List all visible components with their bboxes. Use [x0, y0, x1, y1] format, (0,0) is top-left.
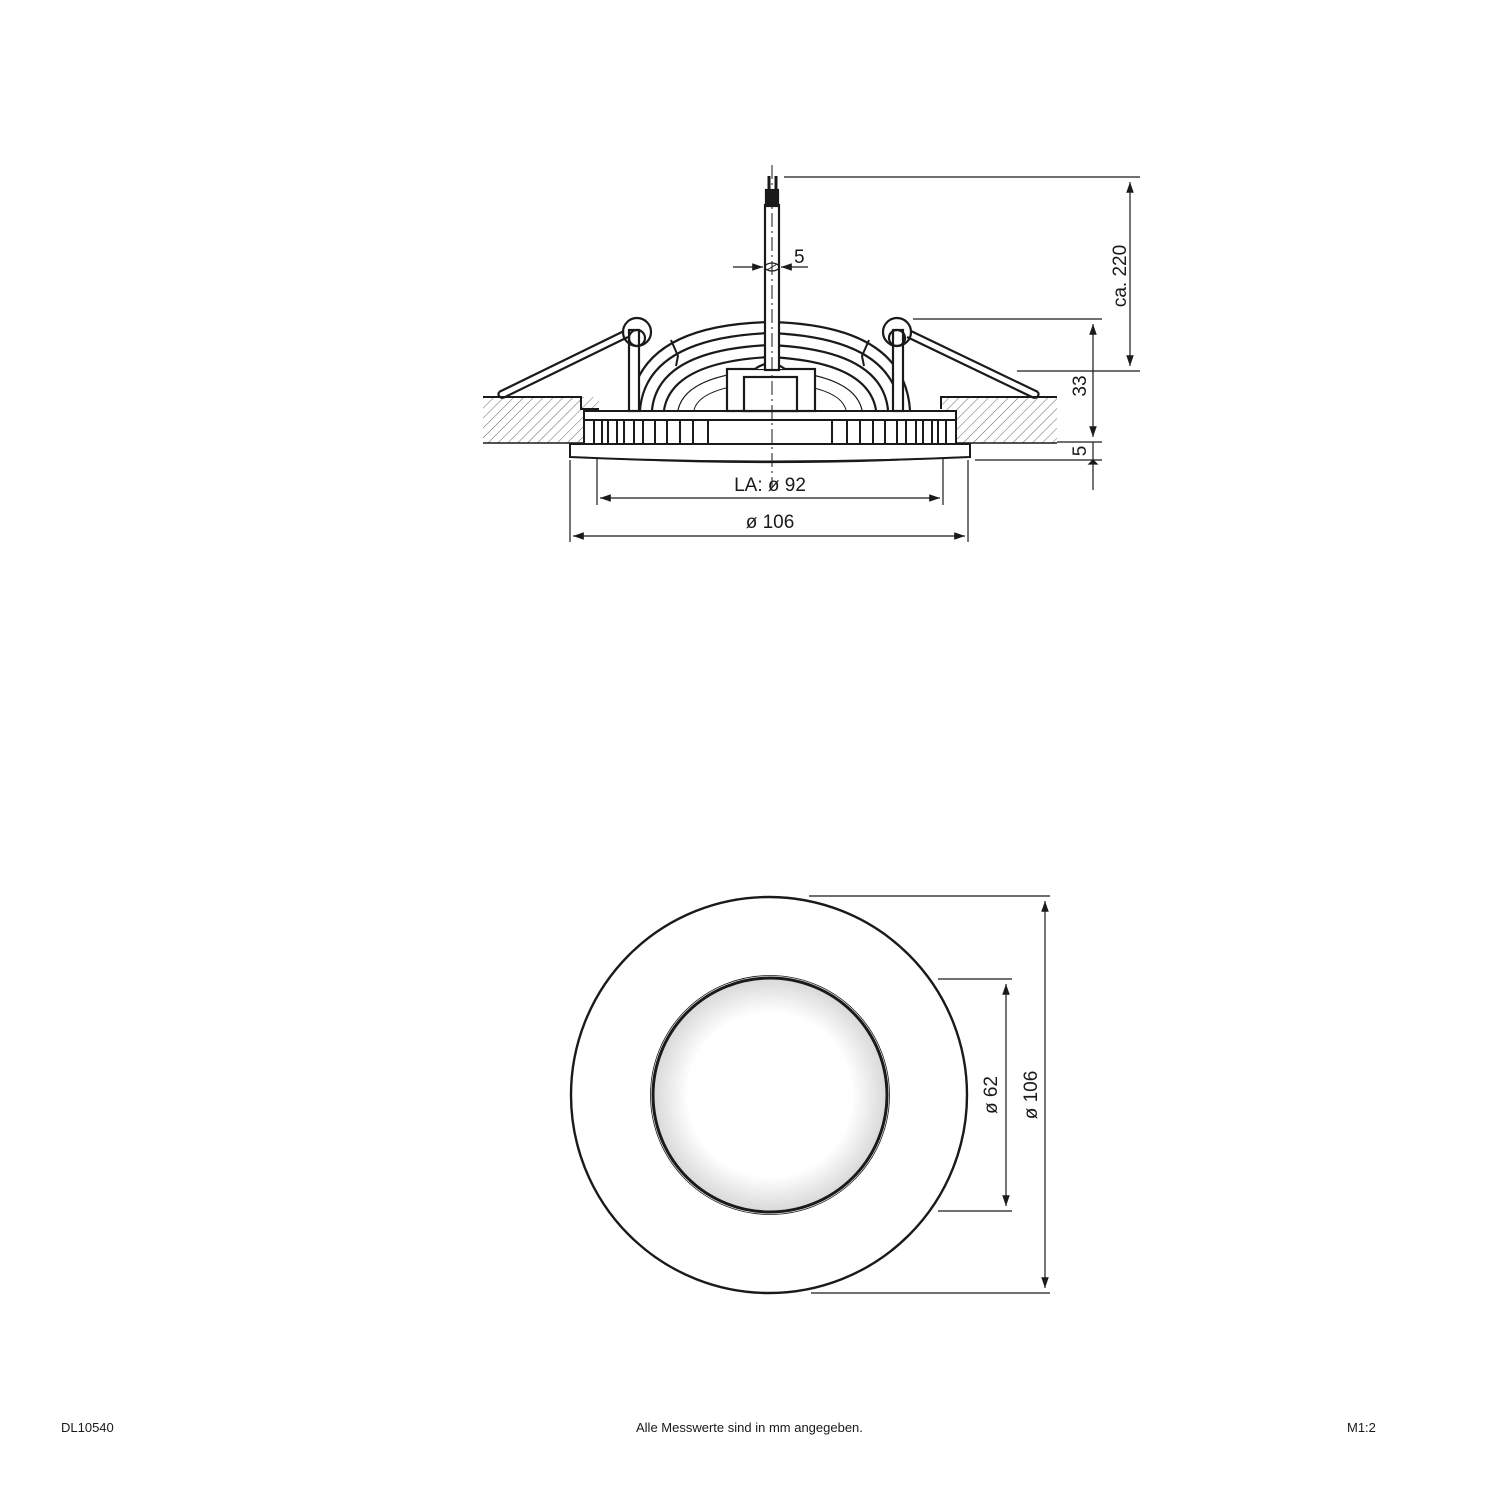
- ceiling-left: [483, 396, 599, 444]
- inner-diameter-label: ø 62: [981, 1076, 1002, 1114]
- flange-height-label: 5: [1070, 446, 1091, 457]
- outer-diameter-label-side: ø 106: [746, 512, 795, 533]
- cable-length-label: ca. 220: [1110, 245, 1131, 307]
- ceiling-right: [940, 396, 1057, 444]
- cable-diameter-label: 5: [794, 247, 805, 268]
- article-number: DL10540: [61, 1420, 114, 1435]
- lens: [651, 976, 889, 1214]
- top-view: [569, 895, 1050, 1295]
- spring-clip-left: [497, 316, 653, 413]
- flange: [569, 443, 971, 464]
- scale-label: M1:2: [1347, 1420, 1376, 1435]
- side-view: [483, 165, 1140, 542]
- top-dimension-lines: [809, 895, 1050, 1294]
- cutout-diameter-label: LA: ø 92: [734, 475, 806, 496]
- heatsink: [583, 410, 957, 445]
- height-label: 33: [1070, 375, 1091, 396]
- units-note: Alle Messwerte sind in mm angegeben.: [636, 1420, 863, 1435]
- spring-clip-right: [881, 316, 1040, 413]
- dimension-lines: [569, 176, 1140, 542]
- outer-diameter-label-top: ø 106: [1021, 1071, 1042, 1120]
